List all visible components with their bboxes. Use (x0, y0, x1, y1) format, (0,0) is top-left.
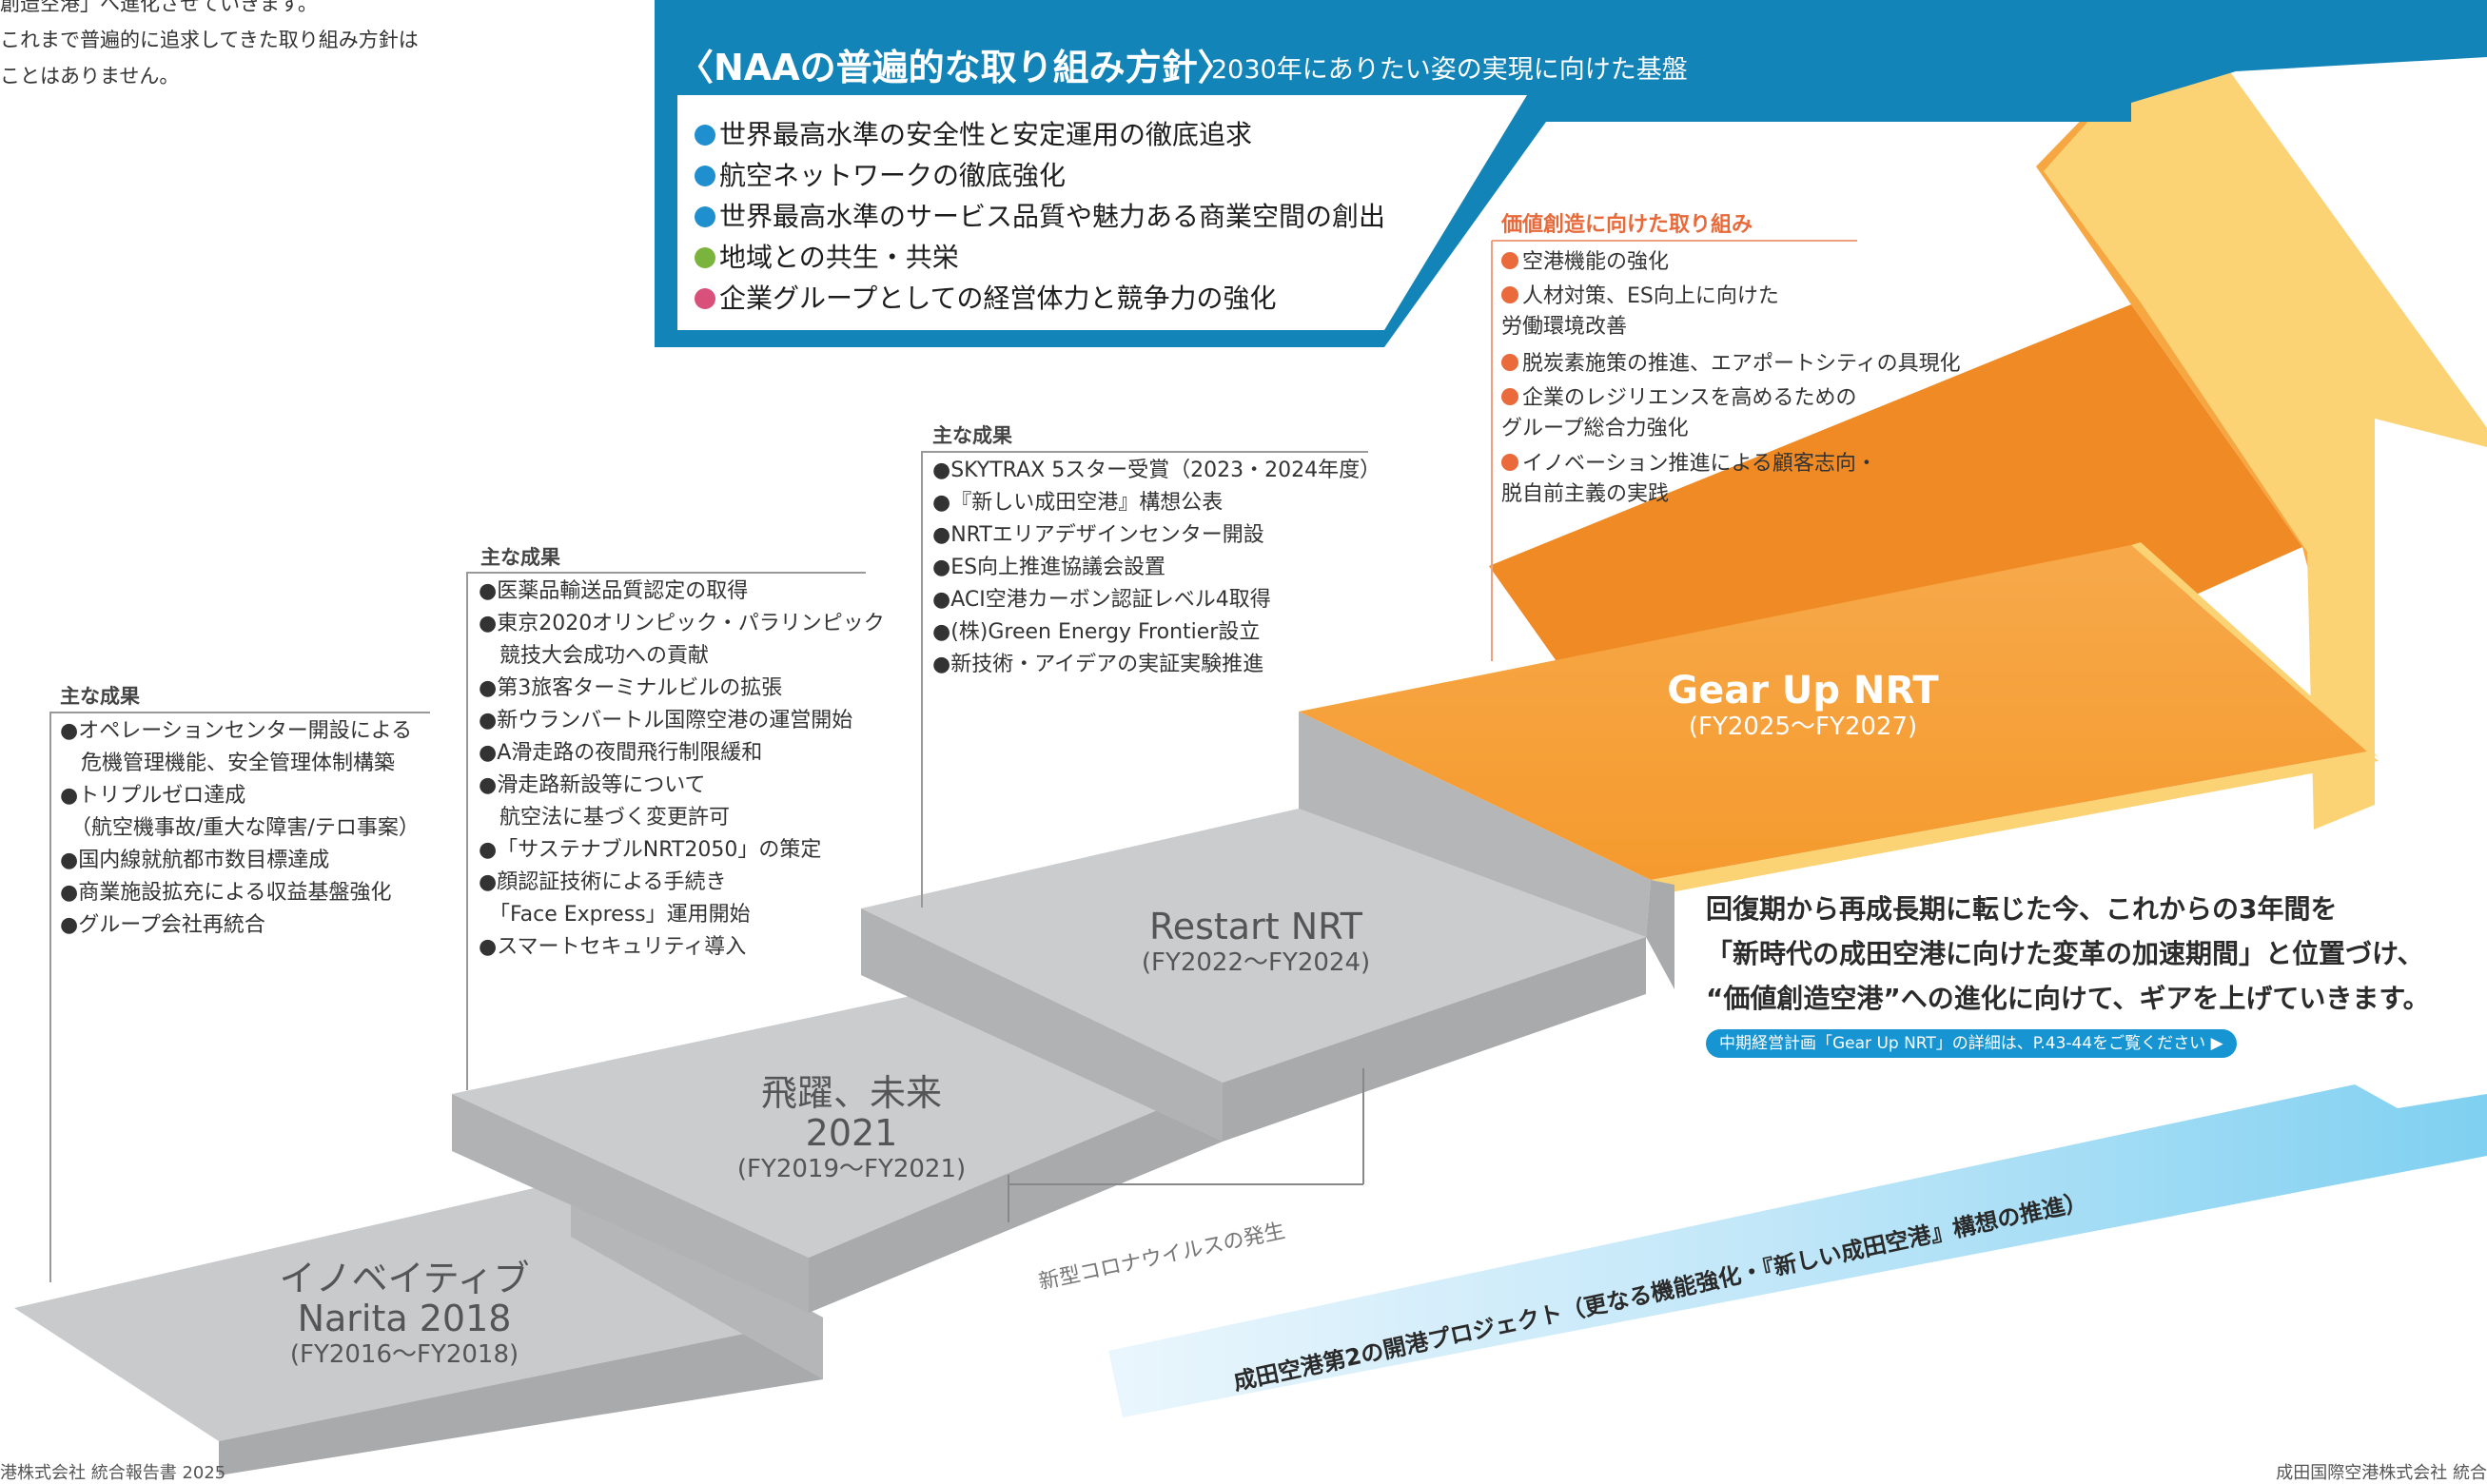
bullet-dot (1501, 454, 1518, 471)
list-item: ●医薬品輸送品質認定の取得 (479, 579, 749, 603)
stage-name: 2021 (805, 1112, 898, 1154)
value-item: 人材対策、ES向上に向けた 労働環境改善 (1501, 282, 1779, 342)
stage-period: (FY2016～FY2018) (289, 1340, 519, 1369)
list-item: ●トリプルゼロ達成 （航空機事故/重大な障害/テロ事案） (60, 784, 420, 840)
value-item: 空港機能の強化 (1501, 247, 1669, 278)
divider (466, 572, 468, 1090)
bullet-dot (695, 247, 715, 268)
principle-text: 世界最高水準のサービス品質や魅力ある商業空間の創出 (719, 201, 1386, 232)
message-line-1: 回復期から再成長期に転じた今、これからの3年間を (1706, 893, 2338, 925)
stage-name: Narita 2018 (297, 1298, 512, 1339)
stairs (14, 712, 1674, 1475)
list-item: ●新ウランバートル国際空港の運営開始 (479, 709, 853, 732)
value-text: 人材対策、ES向上に向けた 労働環境改善 (1501, 284, 1779, 339)
list-item: ●新技術・アイデアの実証実験推進 (932, 653, 1264, 676)
list-item: ●NRTエリアデザインセンター開設 (932, 523, 1264, 547)
achievements-heading: 主な成果 (932, 424, 1012, 447)
achievements-innovative: ●オペレーションセンター開設による 危機管理機能、安全管理体制構築 ●トリプルゼ… (60, 715, 420, 942)
achievements-heading: 主な成果 (480, 546, 560, 569)
orange-arrow-graphic (1299, 11, 2487, 894)
value-creation-heading: 価値創造に向けた取り組み (1501, 213, 1753, 237)
achievements-hiyaku: ●医薬品輸送品質認定の取得 ●東京2020オリンピック・パラリンピック 競技大会… (479, 576, 885, 964)
covid-bracket (1008, 1068, 1364, 1222)
principle-text: 航空ネットワークの徹底強化 (719, 160, 1067, 191)
principle-text: 企業グループとしての経営体力と競争力の強化 (719, 283, 1277, 314)
list-item: ●商業施設拡充による収益基盤強化 (60, 881, 392, 905)
stage-period: (FY2019～FY2021) (736, 1155, 967, 1183)
stage-hiyaku-mirai-2021: 飛躍、未来 2021 (FY2019～FY2021) (666, 1073, 1037, 1185)
principle-item: 世界最高水準の安全性と安定運用の徹底追求 (695, 114, 1252, 152)
list-item: ●オペレーションセンター開設による 危機管理機能、安全管理体制構築 (60, 719, 413, 775)
principle-text: 地域との共生・共栄 (719, 242, 959, 273)
divider (466, 572, 866, 574)
project-banner-arrow (1108, 1084, 2487, 1417)
divider (921, 451, 923, 908)
list-item: ●(株)Green Energy Frontier設立 (932, 620, 1261, 644)
value-text: 企業のレジリエンスを高めるための グループ総合力強化 (1501, 386, 1857, 440)
bullet-dot (695, 288, 715, 309)
footer-left: 港株式会社 統合報告書 2025 (0, 1463, 226, 1483)
principles-title: 〈NAAの普遍的な取り組み方針〉 (677, 47, 1234, 88)
stage-restart-nrt: Restart NRT (FY2022～FY2024) (1075, 907, 1437, 979)
list-item: ●顔認証技術による手続き 「Face Express」運用開始 (479, 870, 751, 927)
principles-panel (655, 0, 2487, 347)
stage-name: 飛躍、未来 (760, 1072, 942, 1114)
list-item: ●国内線就航都市数目標達成 (60, 849, 330, 872)
stage-period: (FY2025～FY2027) (1688, 713, 1918, 741)
value-item: 脱炭素施策の推進、エアポートシティの具現化 (1501, 349, 1961, 380)
value-text: イノベーション推進による顧客志向・ 脱自前主義の実践 (1501, 452, 1877, 506)
principle-item: 世界最高水準のサービス品質や魅力ある商業空間の創出 (695, 196, 1385, 234)
principle-item: 企業グループとしての経営体力と競争力の強化 (695, 278, 1276, 316)
bullet-dot (695, 166, 715, 186)
detail-link-button[interactable]: 中期経営計画「Gear Up NRT」の詳細は、P.43-44をご覧ください ▶ (1706, 1029, 2237, 1058)
principle-text: 世界最高水準の安全性と安定運用の徹底追求 (719, 119, 1253, 150)
bullet-dot (1501, 354, 1518, 371)
message-line-2: 「新時代の成田空港に向けた変革の加速期間」と位置づけ、 (1706, 938, 2424, 969)
achievements-restart: ●SKYTRAX 5スター受賞（2023・2024年度） ●『新しい成田空港』構… (932, 455, 1381, 681)
value-item: 企業のレジリエンスを高めるための グループ総合力強化 (1501, 383, 1857, 444)
principle-item: 地域との共生・共栄 (695, 237, 959, 275)
divider (921, 451, 1368, 453)
stage-name: Restart NRT (1149, 906, 1362, 947)
intro-line-3: ことはありません。 (0, 65, 180, 88)
list-item: ●滑走路新設等について 航空法に基づく変更許可 (479, 773, 731, 830)
list-item: ●スマートセキュリティ導入 (479, 935, 747, 959)
principles-subtitle: 2030年にありたい姿の実現に向けた基盤 (1211, 55, 1688, 85)
value-text: 脱炭素施策の推進、エアポートシティの具現化 (1522, 352, 1961, 376)
divider (49, 712, 51, 1282)
list-item: ●グループ会社再統合 (60, 913, 265, 937)
stage-period: (FY2022～FY2024) (1141, 948, 1371, 977)
list-item: ●『新しい成田空港』構想公表 (932, 491, 1224, 515)
value-item: イノベーション推進による顧客志向・ 脱自前主義の実践 (1501, 449, 1877, 510)
bullet-dot (1501, 252, 1518, 269)
principle-item: 航空ネットワークの徹底強化 (695, 155, 1066, 193)
bullet-dot (695, 125, 715, 146)
value-text: 空港機能の強化 (1522, 250, 1670, 274)
list-item: ●A滑走路の夜間飛行制限緩和 (479, 741, 763, 765)
bullet-dot (1501, 388, 1518, 405)
stage-name: Gear Up NRT (1667, 669, 1939, 713)
stage-name: イノベイティブ (279, 1258, 530, 1299)
list-item: ●「サステナブルNRT2050」の策定 (479, 838, 822, 862)
message-line-3: “価値創造空港”への進化に向けて、ギアを上げていきます。 (1706, 983, 2430, 1014)
list-item: ●第3旅客ターミナルビルの拡張 (479, 676, 783, 700)
list-item: ●東京2020オリンピック・パラリンピック 競技大会成功への貢献 (479, 612, 885, 668)
achievements-heading: 主な成果 (60, 685, 140, 708)
footer-right: 成田国際空港株式会社 統合 (2276, 1463, 2487, 1483)
list-item: ●ES向上推進協議会設置 (932, 556, 1166, 579)
intro-line-2: これまで普遍的に追求してきた取り組み方針は (0, 29, 419, 51)
intro-line-1: 創造空港」へ進化させていきます。 (0, 0, 318, 15)
bullet-dot (1501, 286, 1518, 303)
stage-innovative-narita-2018: イノベイティブ Narita 2018 (FY2016～FY2018) (219, 1259, 590, 1371)
stage-gear-up-nrt: Gear Up NRT (FY2025～FY2027) (1622, 671, 1984, 743)
list-item: ●SKYTRAX 5スター受賞（2023・2024年度） (932, 459, 1381, 482)
bullet-dot (695, 206, 715, 227)
list-item: ●ACI空港カーボン認証レベル4取得 (932, 588, 1271, 612)
divider (49, 712, 430, 713)
